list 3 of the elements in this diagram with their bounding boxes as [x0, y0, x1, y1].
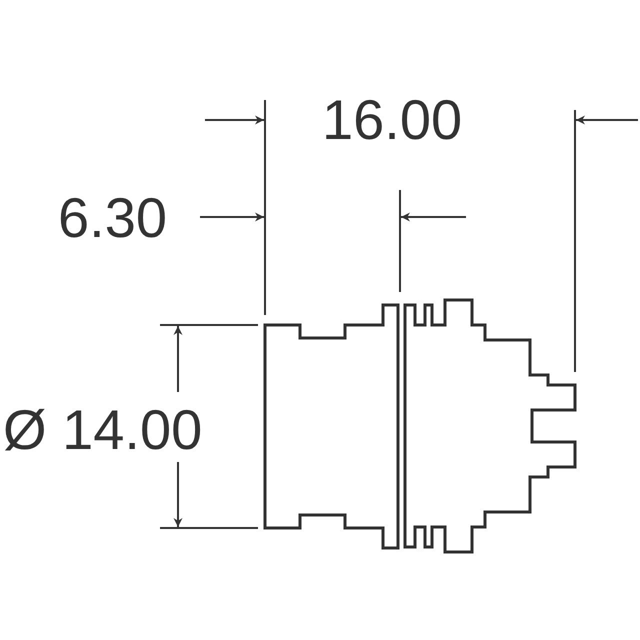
- dimension-value: 16.00: [322, 92, 462, 148]
- dimension-value: 6.30: [58, 190, 167, 246]
- dimension-value: Ø 14.00: [3, 402, 202, 458]
